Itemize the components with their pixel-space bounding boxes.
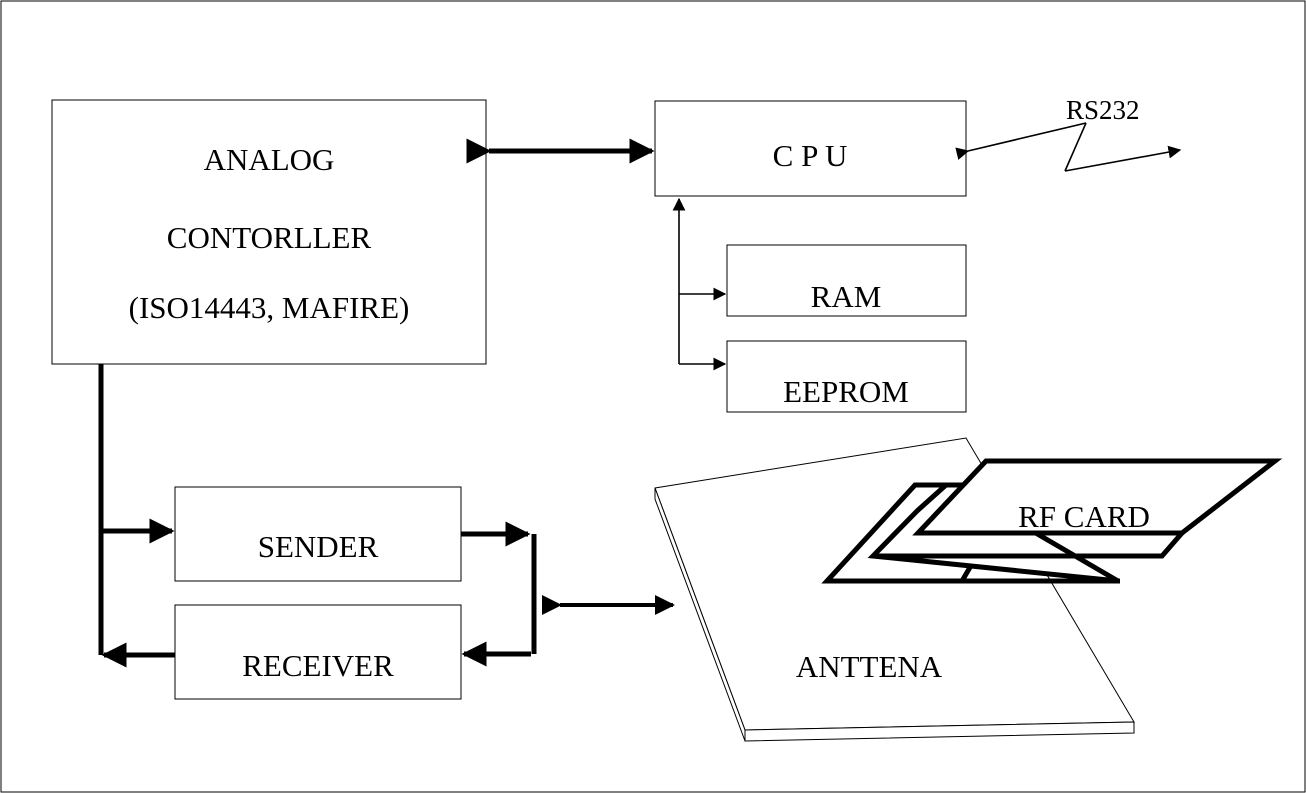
receiver-box xyxy=(174,604,462,700)
rs232-label: RS232 xyxy=(1066,95,1140,125)
antenna-label: ANTTENA xyxy=(796,649,943,684)
sender-box xyxy=(174,486,462,582)
cpu-box xyxy=(654,100,967,197)
rf-card-stack: RF CARD xyxy=(821,458,1283,584)
analog-rf-bus xyxy=(98,364,175,668)
rf-card-label: RF CARD xyxy=(1018,499,1150,534)
analog-controller-label-2: CONTORLLER xyxy=(167,220,372,255)
sender-block: SENDER xyxy=(174,486,462,582)
receiver-label: RECEIVER xyxy=(242,648,394,683)
cpu-label: C P U xyxy=(773,138,848,173)
eeprom-box xyxy=(726,340,967,413)
rs232-out-arrow xyxy=(1064,145,1182,172)
sender-label: SENDER xyxy=(258,529,379,564)
cpu-block: C P U xyxy=(654,100,967,197)
ram-block: RAM xyxy=(726,244,967,317)
memory-bus xyxy=(672,197,727,371)
analog-controller-label-3: (ISO14443, MAFIRE) xyxy=(129,290,410,325)
rf-loop xyxy=(461,521,537,667)
analog-controller-block: ANALOG CONTORLLER (ISO14443, MAFIRE) xyxy=(51,99,487,365)
eeprom-block: EEPROM xyxy=(726,340,967,413)
cpu-rs232-arrow xyxy=(955,122,1087,160)
rf-card-front-lip xyxy=(873,531,1184,559)
analog-controller-box xyxy=(51,99,487,365)
antenna-side-face xyxy=(654,487,746,742)
antenna-shape: ANTTENA xyxy=(654,437,1135,742)
ram-label: RAM xyxy=(811,279,882,314)
receiver-block: RECEIVER xyxy=(174,604,462,700)
eeprom-label: EEPROM xyxy=(783,374,909,409)
ram-box xyxy=(726,244,967,317)
rs232-zigzag xyxy=(1064,122,1087,172)
analog-controller-label-1: ANALOG xyxy=(204,142,335,177)
